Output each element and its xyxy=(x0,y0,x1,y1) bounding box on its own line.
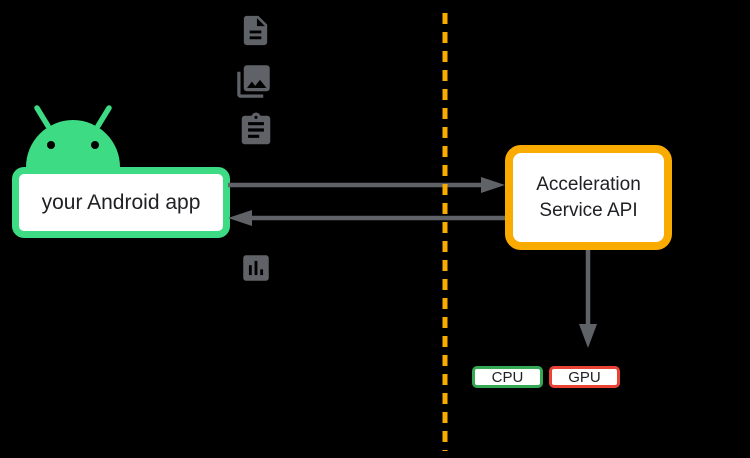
arrow-app-to-api xyxy=(228,177,505,193)
android-antenna-left xyxy=(34,105,51,129)
cpu-label: CPU xyxy=(491,368,524,386)
arrow-api-to-accelerators-head xyxy=(579,324,597,348)
bar-chart-icon-path xyxy=(243,255,269,281)
android-app-node: your Android app xyxy=(12,167,230,238)
cpu-node: CPU xyxy=(472,366,543,388)
acceleration-service-api-label-line2: Service API xyxy=(539,199,638,221)
acceleration-service-api-label-line1: Acceleration xyxy=(536,173,641,195)
clipboard-icon xyxy=(241,112,271,145)
android-eye-left xyxy=(47,141,55,149)
arrow-api-to-accelerators xyxy=(579,250,597,348)
android-head-dome xyxy=(26,120,120,167)
document-icon xyxy=(243,15,268,46)
arrow-app-to-api-head xyxy=(481,177,505,193)
arrow-api-to-app-head xyxy=(228,210,252,226)
android-eye-right xyxy=(91,141,99,149)
arrow-api-to-app xyxy=(228,210,505,226)
document-icon-path xyxy=(243,15,268,46)
photo-library-icon xyxy=(237,65,270,98)
bar-chart-icon xyxy=(243,255,269,281)
android-antenna-right xyxy=(95,105,112,129)
gpu-label: GPU xyxy=(568,368,601,386)
android-app-label: your Android app xyxy=(41,190,201,214)
process-boundary-dashed-line xyxy=(442,13,448,451)
android-robot-icon xyxy=(26,105,120,167)
gpu-node: GPU xyxy=(549,366,620,388)
acceleration-service-api-node: Acceleration Service API xyxy=(505,145,672,250)
photo-library-icon-path xyxy=(237,65,270,98)
clipboard-icon-path xyxy=(241,112,271,145)
